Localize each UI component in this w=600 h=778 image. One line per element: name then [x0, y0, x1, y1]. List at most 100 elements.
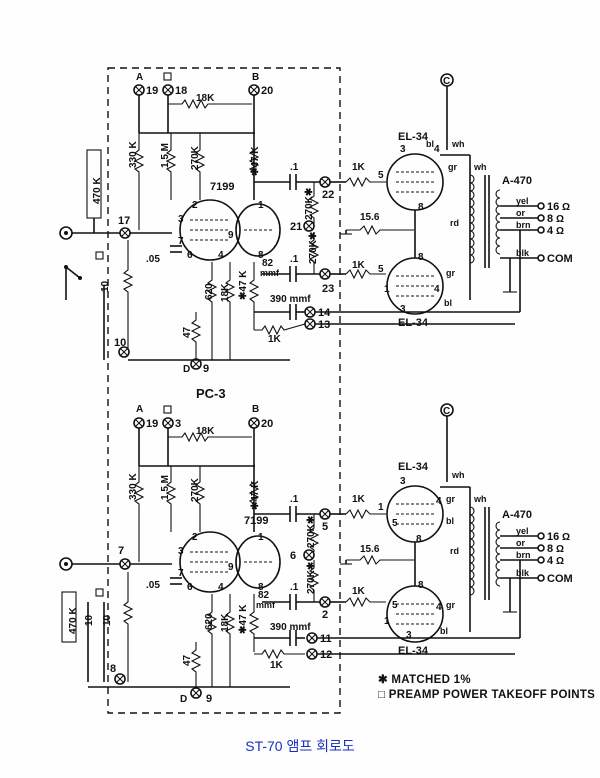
svg-text:4: 4 — [436, 496, 442, 507]
figure-caption: ST-70 앰프 회로도 — [245, 738, 355, 754]
r1k-fb-label-bot: 1K — [270, 660, 284, 671]
svg-text:8: 8 — [418, 580, 424, 591]
ohm-4-top: Ω — [556, 226, 564, 237]
top-channel: A 19 18 18K B 20 330 K 1.5 M — [59, 72, 573, 375]
r470k-label-bot: 470 K — [68, 607, 79, 634]
terminal-22-label: 22 — [322, 189, 334, 201]
svg-text:6: 6 — [187, 582, 193, 593]
pc3-board-outline — [107, 67, 341, 714]
wire-gr-top-b: gr — [446, 268, 455, 278]
svg-text:8: 8 — [418, 252, 424, 263]
wire-wh-bot-a: wh — [451, 470, 465, 480]
svg-text:6: 6 — [187, 250, 193, 261]
bottom-channel: A 19 3 18K B 20 330 K 1.5 M 270K ✱47 K — [59, 403, 573, 705]
svg-text:3: 3 — [178, 546, 184, 557]
r620-label-bot: 620 — [204, 613, 215, 630]
tap-16-bot: 16 — [547, 531, 559, 543]
terminal-2-label-bot: 2 — [322, 609, 328, 621]
supply-c-label-bot: C — [443, 406, 450, 417]
r1k-fb-label-top: 1K — [268, 334, 282, 345]
svg-text:2: 2 — [192, 200, 198, 211]
svg-text:9: 9 — [228, 230, 234, 241]
wire-wh-top-a: wh — [451, 139, 465, 149]
tap-8-top: 8 — [547, 213, 553, 225]
r47k-label-top: ✱47 K — [250, 146, 261, 176]
a470-label-top: A-470 — [502, 175, 532, 187]
terminal-9-label-top: 9 — [203, 363, 209, 375]
svg-text:8: 8 — [418, 202, 424, 213]
r10a-label-bot: 10 — [84, 614, 95, 626]
terminal-13-label: 13 — [318, 319, 330, 331]
wire-bl-bot-a: bl — [446, 516, 454, 526]
svg-text:1: 1 — [258, 200, 264, 211]
r18k-resistor-top — [168, 98, 252, 110]
terminal-21-top — [303, 220, 315, 232]
r270k-bias-a-top: 270K✱ — [304, 187, 315, 220]
tube-7199-label-bot: 7199 — [244, 515, 268, 527]
ohm-8-bot: Ω — [556, 544, 564, 555]
terminal-b-label-top: B — [252, 72, 259, 83]
terminal-6-label-bot: 6 — [290, 550, 296, 562]
wire-rd-bot: rd — [450, 546, 459, 556]
svg-text:4: 4 — [434, 284, 440, 295]
el34-tube-bot-upper — [386, 485, 444, 543]
terminal-10-label: 10 — [114, 337, 126, 349]
legend-takeoff: □ PREAMP POWER TAKEOFF POINTS — [378, 689, 596, 701]
r1k-grid-a-bot: 1K — [352, 494, 366, 505]
r47-label-bot: 47 — [182, 654, 193, 666]
r47k2-label-bot: ✱47 K — [238, 604, 249, 634]
r18k-label-bot: 18K — [196, 426, 215, 437]
c82-label-bot: 82 — [258, 590, 270, 601]
el34-label-bot-upper: EL-34 — [398, 461, 429, 473]
tube-7199-triode-bot — [235, 535, 281, 589]
terminal-12-label-bot: 12 — [320, 649, 332, 661]
tap-16-top: 16 — [547, 201, 559, 213]
r1k-grid-a-top: 1K — [352, 162, 366, 173]
terminal-21-label: 21 — [290, 221, 302, 233]
mmf-label-bot: mmf — [256, 600, 276, 610]
r18k-label-top: 18K — [196, 93, 215, 104]
r15m-label-top: 1.5 M — [160, 143, 171, 168]
takeoff-marker-bot — [163, 405, 172, 414]
wire-wh-bot-b: wh — [473, 494, 487, 504]
takeoff-marker-left-bot — [95, 588, 104, 597]
wire-gr-bot-a: gr — [446, 494, 455, 504]
tube-7199-pentode-bot — [179, 531, 241, 593]
r47k-label-bot: ✱47 K — [250, 480, 261, 510]
r156-label-top: 15.6 — [360, 212, 380, 223]
r270k-bias-b-bot: 270K✱ — [306, 561, 317, 594]
c82-label-top: 82 — [262, 258, 274, 269]
svg-text:5: 5 — [392, 600, 398, 611]
svg-text:1: 1 — [378, 502, 384, 513]
svg-text:8: 8 — [258, 250, 264, 261]
r18k2-label-bot: 18K — [220, 613, 231, 632]
svg-text:8: 8 — [416, 534, 422, 545]
r270k-bias-b-top: 270K✱ — [308, 231, 319, 264]
terminal-8-bot — [114, 673, 126, 685]
terminal-9-label-bot: 9 — [206, 693, 212, 705]
tap-com-top: COM — [547, 253, 573, 265]
svg-text:1: 1 — [384, 616, 390, 627]
supply-c-label-top: C — [443, 76, 450, 87]
svg-text:5: 5 — [392, 518, 398, 529]
r10b-label-bot: 10 — [102, 614, 113, 626]
r470k-label-top: 470 K — [92, 177, 103, 204]
r15m-label-bot: 1.5 M — [160, 475, 171, 500]
tap-com-bot: COM — [547, 573, 573, 585]
terminal-7-label-bot: 7 — [118, 545, 124, 557]
r330k-label-top: 330 K — [128, 141, 139, 168]
mmf-label-top: mmf — [260, 268, 280, 278]
tap-4-bot: 4 — [547, 555, 554, 567]
c390-label-top: 390 mmf — [270, 294, 311, 305]
legend-matched: ✱ MATCHED 1% — [378, 674, 471, 686]
el34-tube-bot-lower — [386, 585, 444, 643]
terminal-23-label: 23 — [322, 283, 334, 295]
takeoff-marker-left-top — [95, 251, 104, 260]
wire-bl-bot-b: bl — [440, 626, 448, 636]
terminal-9-top — [190, 358, 202, 370]
svg-text:4: 4 — [436, 602, 442, 613]
svg-text:5: 5 — [378, 264, 384, 275]
r270k-resistor-top — [194, 133, 206, 200]
ohm-8-top: Ω — [556, 214, 564, 225]
